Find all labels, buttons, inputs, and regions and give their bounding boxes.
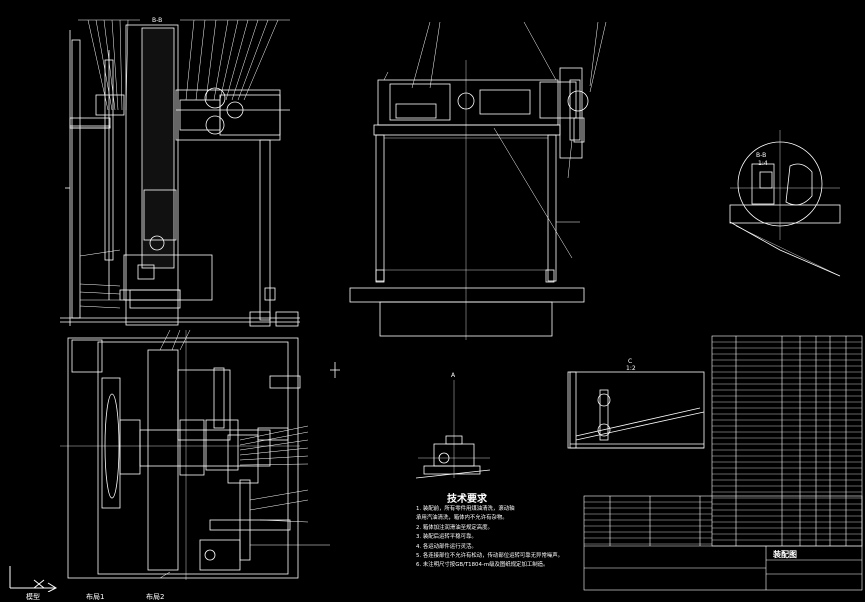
section-view-bb bbox=[729, 130, 841, 277]
detail-view-scale: 1:2 bbox=[626, 365, 636, 372]
bearing-detail-view bbox=[415, 380, 491, 479]
front-view-label: B-B bbox=[152, 17, 163, 24]
tab-layout1[interactable]: 布局1 bbox=[86, 593, 105, 601]
tech-requirement-item: 承用汽油清洗，箱体内不允许有杂物。 bbox=[416, 515, 508, 522]
parts-list bbox=[711, 335, 863, 547]
parts-list-rows bbox=[712, 341, 862, 541]
layout-tabs-bar: 模型 布局1 布局2 bbox=[0, 592, 865, 602]
tech-requirement-item: 3. 装配后运转平稳可靠。 bbox=[416, 534, 477, 541]
front-view bbox=[60, 19, 300, 327]
section-view-scale: 1:4 bbox=[758, 160, 768, 167]
detail-view-c bbox=[567, 371, 705, 449]
tab-model[interactable]: 模型 bbox=[26, 593, 40, 601]
title-block-name: 装配图 bbox=[773, 550, 797, 559]
tech-requirement-item: 1. 装配前，所有零件用煤油清洗，滚动轴 bbox=[416, 506, 515, 512]
tech-requirement-item: 4. 各运动部件运行灵活。 bbox=[416, 543, 477, 550]
side-view bbox=[349, 21, 607, 340]
tech-requirement-item: 5. 各连接部位不允许有松动，传动部位运转可靠无异常噪声。 bbox=[416, 553, 564, 560]
tech-requirement-item: 2. 箱体加注润滑油至规定高度。 bbox=[416, 524, 493, 531]
tab-layout2[interactable]: 布局2 bbox=[146, 593, 165, 601]
top-view bbox=[60, 329, 340, 580]
tech-requirements-title: 技术要求 bbox=[447, 494, 487, 505]
tech-requirements-list: 1. 装配前，所有零件用煤油清洗，滚动轴 承用汽油清洗，箱体内不允许有杂物。 2.… bbox=[416, 505, 563, 571]
title-block bbox=[583, 495, 863, 591]
tech-requirement-item: 6. 未注明尺寸按GB/T1804-m级及图纸规定加工制造。 bbox=[416, 562, 549, 569]
section-view-label: B-B bbox=[756, 152, 767, 159]
title-block-rows bbox=[584, 501, 712, 545]
detail-view-label: C bbox=[628, 358, 633, 365]
bearing-view-label: A bbox=[451, 372, 456, 379]
ucs-icon bbox=[9, 566, 58, 592]
